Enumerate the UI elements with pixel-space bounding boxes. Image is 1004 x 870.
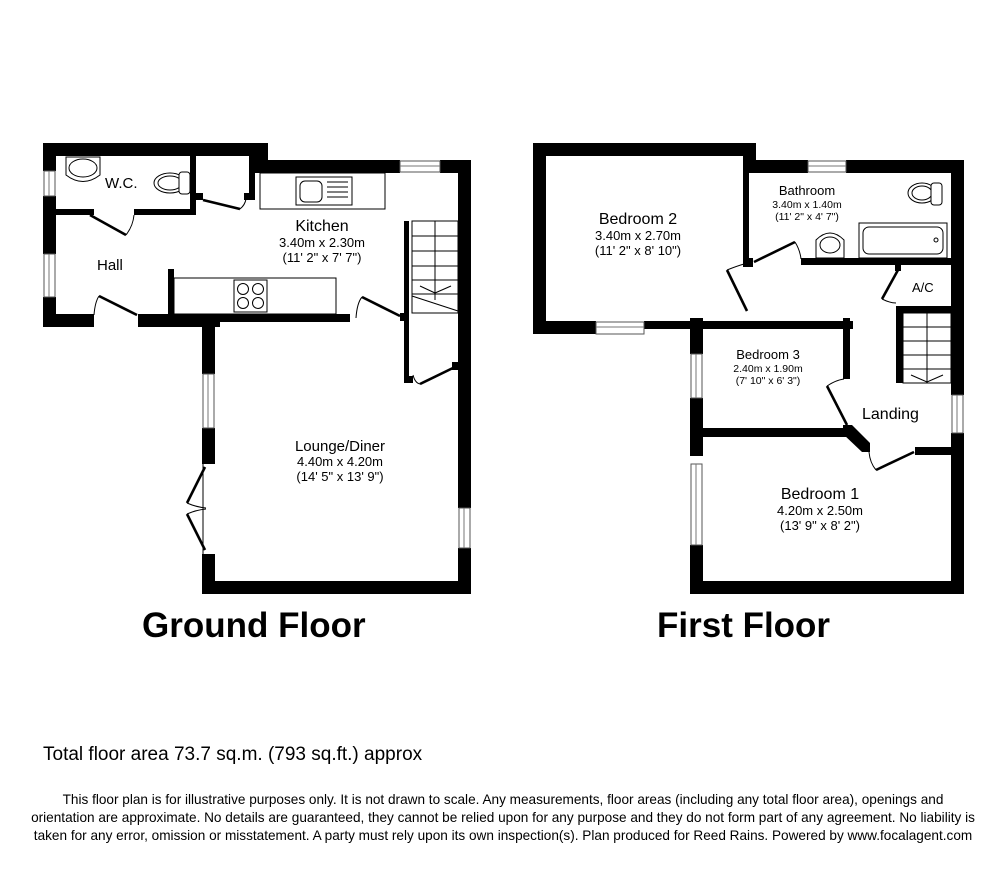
room-dimensions-imperial: (11' 2" x 8' 10")	[594, 243, 682, 259]
room-label-ac-cupboard: A/C	[912, 280, 934, 296]
room-name: W.C.	[105, 175, 138, 192]
room-label-bedroom-1: Bedroom 1 4.20m x 2.50m (13' 9" x 8' 2")	[760, 486, 880, 534]
first-floor-doors	[725, 240, 915, 472]
room-label-bathroom: Bathroom 3.40m x 1.40m (11' 2" x 4' 7")	[762, 183, 852, 223]
room-name: Bedroom 1	[780, 486, 860, 503]
ground-floor-fixtures	[65, 156, 459, 315]
room-dimensions-imperial: (13' 9" x 8' 2")	[780, 518, 860, 534]
total-floor-area: Total floor area 73.7 sq.m. (793 sq.ft.)…	[43, 744, 423, 765]
room-dimensions-metric: 2.40m x 1.90m	[733, 362, 803, 375]
room-name: Landing	[862, 406, 919, 423]
room-name: Hall	[97, 257, 123, 274]
room-dimensions-imperial: (14' 5" x 13' 9")	[296, 469, 384, 485]
room-name: Bedroom 3	[736, 347, 800, 362]
room-dimensions-metric: 3.40m x 2.70m	[595, 228, 681, 244]
room-dimensions-metric: 4.20m x 2.50m	[777, 503, 863, 519]
room-dimensions-metric: 3.40m x 1.40m	[772, 198, 842, 211]
room-label-kitchen: Kitchen 3.40m x 2.30m (11' 2" x 7' 7")	[262, 218, 382, 266]
room-name: A/C	[912, 280, 934, 295]
room-label-landing: Landing	[862, 406, 919, 424]
room-name: Bedroom 2	[598, 211, 678, 228]
ground-floor-windows	[43, 160, 471, 554]
room-label-hall: Hall	[97, 257, 123, 274]
first-floor-title: First Floor	[657, 606, 831, 645]
room-dimensions-imperial: (7' 10" x 6' 3")	[735, 375, 801, 387]
room-dimensions-imperial: (11' 2" x 7' 7")	[282, 250, 362, 266]
room-label-bedroom-3: Bedroom 3 2.40m x 1.90m (7' 10" x 6' 3")	[723, 347, 813, 387]
first-floor-windows	[595, 160, 964, 546]
disclaimer-text: This floor plan is for illustrative purp…	[31, 792, 975, 843]
room-name: Kitchen	[295, 218, 349, 235]
room-dimensions-metric: 4.40m x 4.20m	[297, 454, 383, 470]
ground-floor-title: Ground Floor	[142, 606, 366, 645]
room-label-lounge-diner: Lounge/Diner 4.40m x 4.20m (14' 5" x 13'…	[270, 438, 410, 485]
room-dimensions-imperial: (11' 2" x 4' 7")	[775, 211, 839, 223]
ground-floor-walls	[43, 143, 471, 594]
ground-floor-doors	[89, 198, 456, 551]
first-floor-walls	[533, 143, 964, 594]
room-label-bedroom-2: Bedroom 2 3.40m x 2.70m (11' 2" x 8' 10"…	[578, 211, 698, 259]
room-label-wc: W.C.	[105, 175, 138, 192]
room-dimensions-metric: 3.40m x 2.30m	[279, 235, 365, 251]
room-name: Bathroom	[778, 183, 836, 198]
room-name: Lounge/Diner	[294, 438, 386, 455]
first-floor-fixtures	[815, 182, 952, 384]
